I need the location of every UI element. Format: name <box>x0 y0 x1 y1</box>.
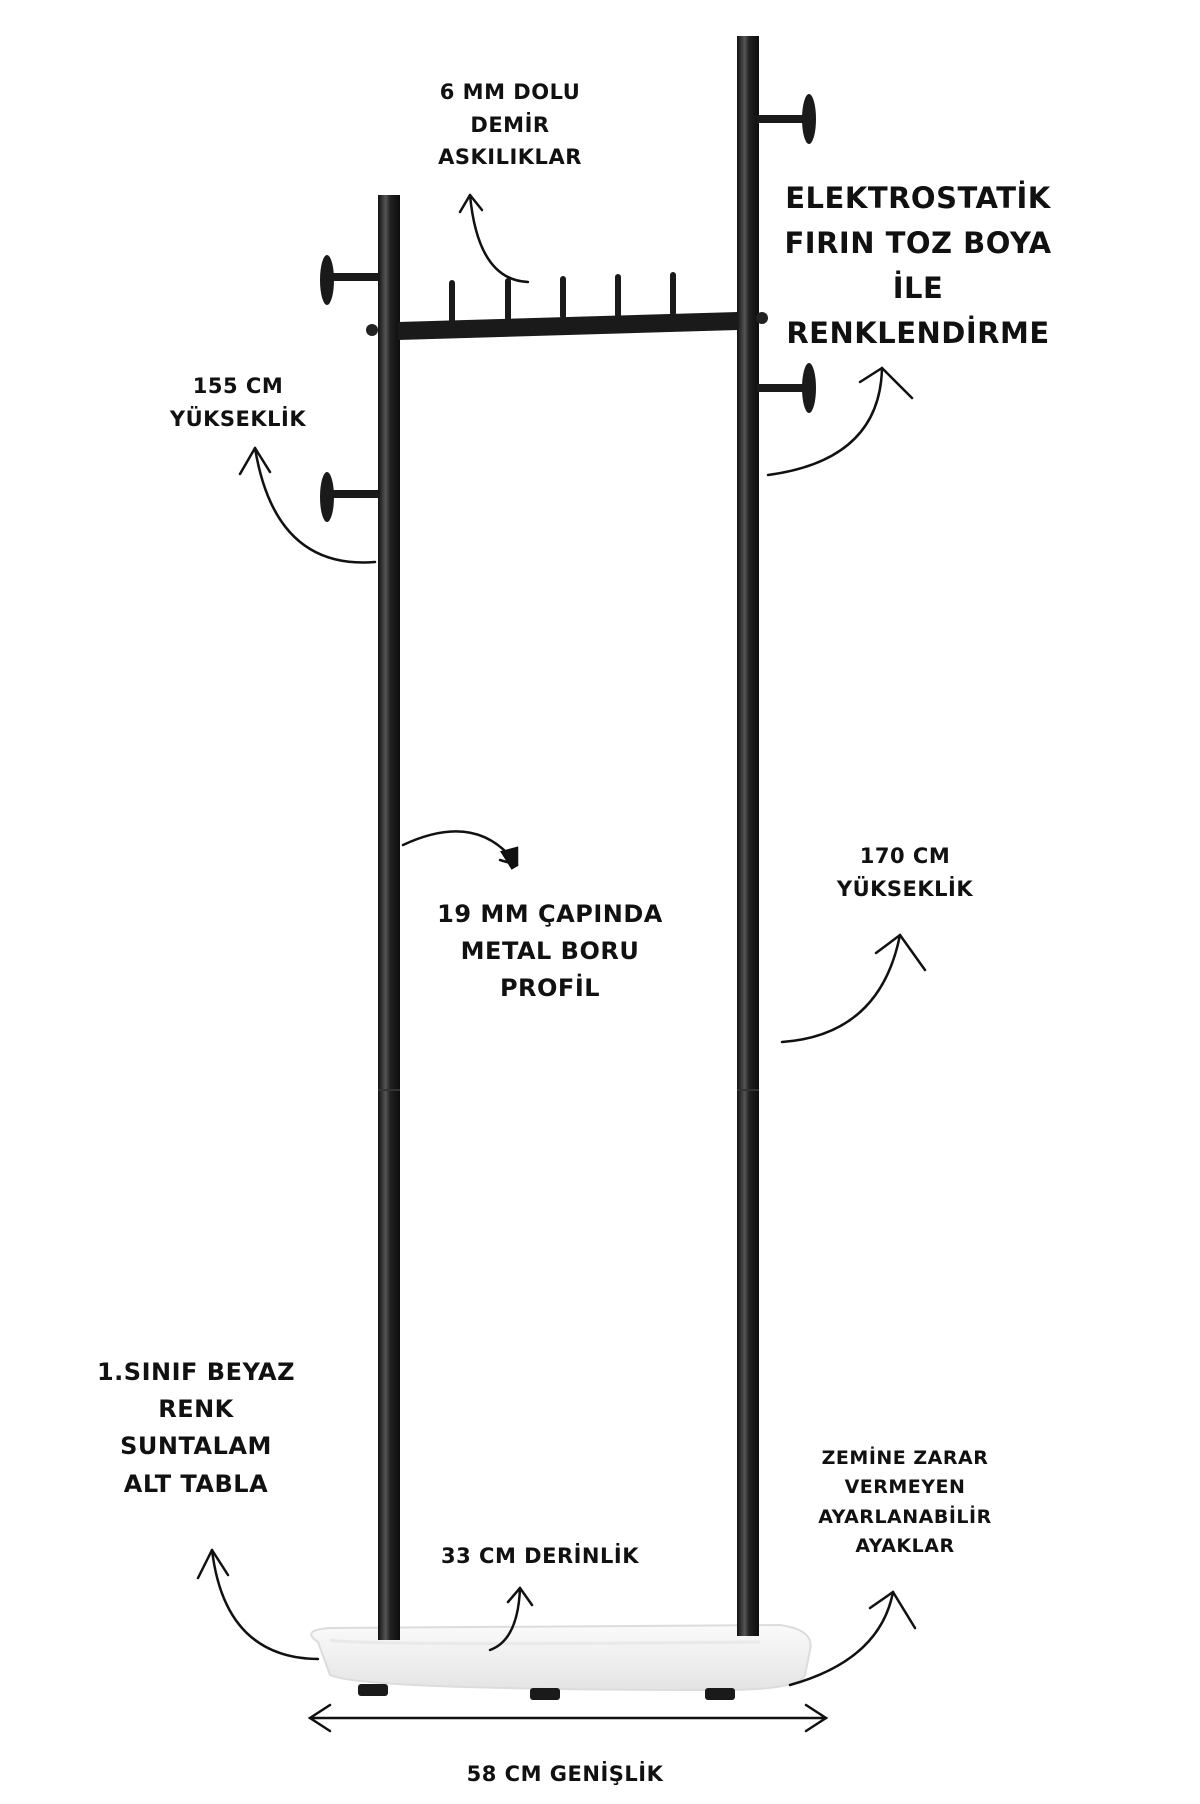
label-tube-line: PROFİL <box>499 974 601 1003</box>
label-width-line: 58 CM GENİŞLİK <box>466 1762 664 1786</box>
label-feet: ZEMİNE ZARAR VERMEYEN AYARLANABİLİR AYAK… <box>818 1444 991 1562</box>
label-feet-line: VERMEYEN <box>844 1476 966 1499</box>
label-feet-line: AYARLANABİLİR <box>818 1505 992 1528</box>
label-height-170-line: 170 CM <box>859 844 951 868</box>
right-pole <box>737 36 759 1636</box>
label-height-170: 170 CM YÜKSEKLİK <box>837 840 973 905</box>
label-tube-line: 19 MM ÇAPINDA <box>437 900 663 928</box>
label-hangers-line: 6 MM DOLU <box>439 80 581 104</box>
arrow-feet <box>788 1590 895 1687</box>
white-base-board <box>310 1623 812 1692</box>
label-base-line: SUNTALAM <box>120 1432 272 1461</box>
label-hangers-line: ASKILIKLAR <box>438 145 582 170</box>
arrow-170 <box>780 933 902 1044</box>
arrow-base <box>210 1548 320 1661</box>
label-paint-line: İLE <box>892 270 944 305</box>
label-base-line: 1.SINIF BEYAZ <box>96 1358 296 1386</box>
label-hangers: 6 MM DOLU DEMİR ASKILIKLAR <box>438 76 582 174</box>
label-width: 58 CM GENİŞLİK <box>467 1758 664 1791</box>
top-crossbar <box>366 312 768 340</box>
arrow-depth <box>488 1586 522 1652</box>
adjustable-feet <box>358 1684 735 1700</box>
arrow-155 <box>253 446 377 564</box>
label-height-155: 155 CM YÜKSEKLİK <box>170 370 306 435</box>
label-depth: 33 CM DERİNLİK <box>441 1540 639 1573</box>
side-hooks <box>320 94 816 522</box>
arrow-hangers <box>468 193 530 284</box>
label-feet-line: AYAKLAR <box>855 1535 955 1558</box>
label-height-170-line: YÜKSEKLİK <box>836 876 974 901</box>
label-paint: ELEKTROSTATİK FIRIN TOZ BOYA İLE RENKLEN… <box>784 176 1051 356</box>
label-tube: 19 MM ÇAPINDA METAL BORU PROFİL <box>437 896 663 1008</box>
label-paint-line: ELEKTROSTATİK <box>785 181 1051 215</box>
label-base: 1.SINIF BEYAZ RENK SUNTALAM ALT TABLA <box>97 1354 295 1503</box>
arrow-paint <box>766 366 884 477</box>
left-pole <box>378 195 400 1640</box>
label-base-line: ALT TABLA <box>123 1469 269 1498</box>
label-paint-line: RENKLENDİRME <box>786 315 1050 350</box>
label-height-155-line: YÜKSEKLİK <box>169 406 307 431</box>
label-hangers-line: DEMİR <box>470 112 550 137</box>
label-feet-line: ZEMİNE ZARAR <box>821 1447 989 1469</box>
label-tube-line: METAL BORU <box>460 937 640 966</box>
annotation-arrows <box>196 193 927 1733</box>
label-base-line: RENK <box>158 1395 234 1424</box>
label-depth-line: 33 CM DERİNLİK <box>441 1544 639 1568</box>
crossbar-hooks <box>449 272 676 323</box>
label-height-155-line: 155 CM <box>192 374 284 398</box>
label-paint-line: FIRIN TOZ BOYA <box>784 225 1052 260</box>
